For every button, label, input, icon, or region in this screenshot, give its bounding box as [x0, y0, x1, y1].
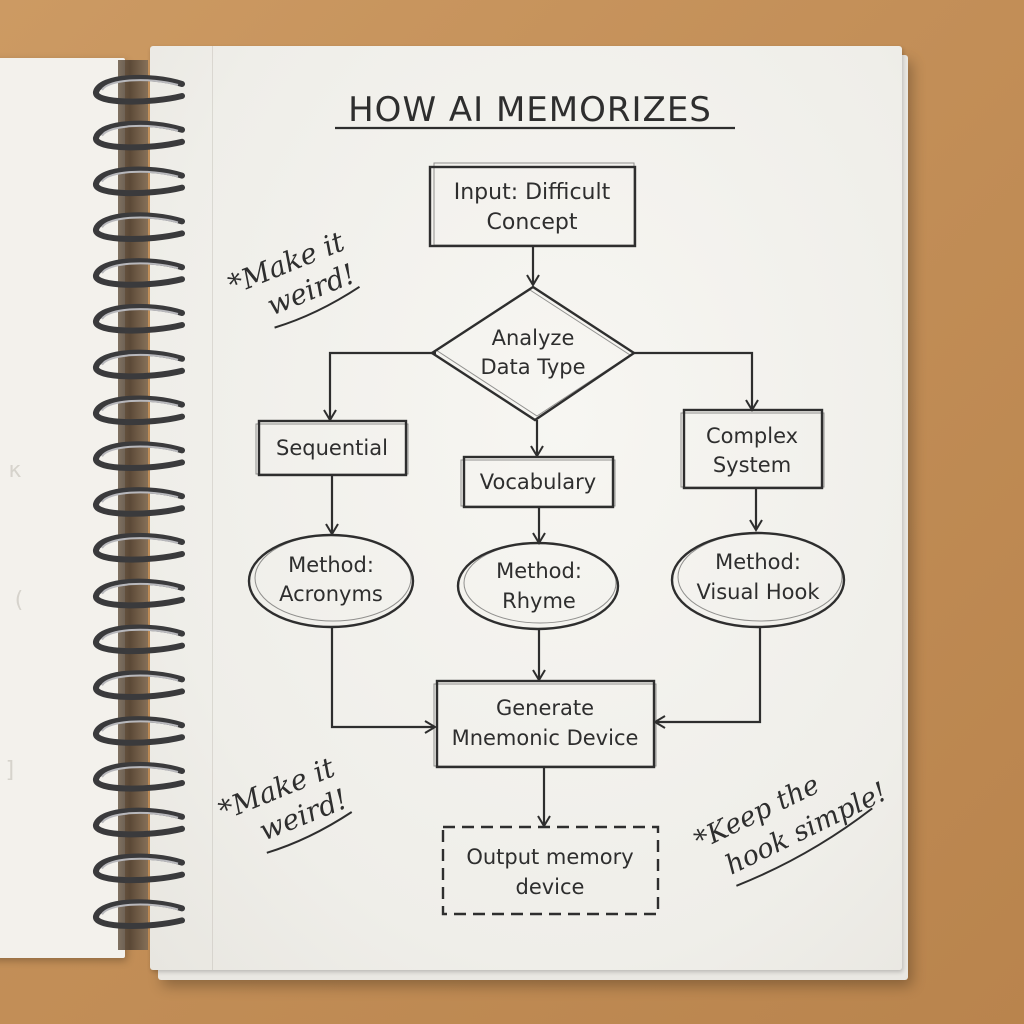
binding-ring-highlight — [101, 766, 179, 778]
binder-gutter — [118, 60, 148, 950]
binding-ring-highlight — [101, 170, 179, 183]
note-bottom-left-underline — [266, 811, 353, 854]
binding-ring — [93, 349, 185, 380]
node-rhyme-line1: Method: — [496, 559, 582, 583]
node-output-line1: Output memory — [466, 845, 633, 869]
node-generate-line1: Generate — [496, 696, 594, 720]
node-analyze-line1: Analyze — [492, 326, 575, 350]
binding-ring-highlight — [101, 79, 179, 91]
binding-ring-highlight — [101, 628, 179, 641]
connector-visualhook-generate — [653, 628, 762, 729]
binding-ring — [93, 624, 185, 655]
binding-ring — [93, 303, 185, 334]
binding-ring — [93, 578, 185, 609]
connector-analyze-sequential — [323, 351, 436, 422]
binding-ring — [93, 761, 185, 792]
faint-mark: ĸ — [8, 458, 22, 483]
binding-ring — [93, 395, 185, 426]
node-analyze-line2: Data Type — [480, 355, 585, 379]
binding-ring — [93, 166, 185, 197]
binding-ring — [93, 853, 185, 884]
node-visual-hook-line1: Method: — [715, 550, 801, 574]
binding-ring — [93, 807, 185, 838]
note-bottom-right-underline — [736, 807, 873, 887]
connector-analyze-complex — [632, 351, 759, 412]
node-analyze: Analyze Data Type — [429, 285, 637, 422]
node-output: Output memory device — [441, 825, 660, 916]
node-generate: Generate Mnemonic Device — [433, 679, 657, 769]
node-input: Input: Difficult Concept — [428, 162, 637, 248]
binding-ring — [93, 120, 185, 151]
binding-ring — [93, 487, 185, 517]
binding-ring — [93, 532, 185, 563]
note-top-left-underline — [274, 285, 361, 329]
node-rhyme: Method: Rhyme — [456, 541, 620, 631]
faint-mark: ( — [12, 588, 26, 613]
binding-ring-highlight — [101, 216, 179, 229]
node-acronyms-line2: Acronyms — [279, 582, 383, 606]
binding-ring — [93, 716, 185, 746]
node-rhyme-line2: Rhyme — [502, 589, 576, 613]
note-bottom-left: *Make it weird! — [214, 751, 353, 854]
binding-ring — [93, 441, 185, 471]
note-top-left: *Make it weird! — [224, 225, 361, 329]
node-complex: Complex System — [680, 408, 825, 490]
binding-ring — [93, 74, 185, 105]
binding-ring-highlight — [101, 857, 179, 870]
binding-ring — [93, 899, 185, 929]
connector-acronyms-generate — [330, 626, 437, 734]
node-input-line1: Input: Difficult — [454, 180, 611, 205]
binding-ring — [93, 212, 185, 242]
node-vocabulary-label: Vocabulary — [480, 470, 596, 494]
node-output-line2: device — [516, 875, 585, 899]
node-input-line2: Concept — [487, 210, 578, 235]
binding-ring-highlight — [101, 445, 179, 458]
binding-ring-highlight — [101, 903, 179, 916]
binding-ring-highlight — [101, 582, 179, 595]
binding-ring-highlight — [101, 811, 179, 824]
node-generate-line2: Mnemonic Device — [452, 726, 639, 750]
faint-mark: ] — [4, 758, 18, 783]
node-complex-line1: Complex — [706, 424, 798, 448]
node-vocabulary: Vocabulary — [460, 455, 616, 509]
page-margin-line — [212, 46, 213, 970]
binding-ring — [93, 258, 185, 288]
binding-ring-highlight — [101, 674, 179, 687]
binding-ring — [93, 670, 185, 700]
binding-ring-highlight — [101, 262, 179, 274]
node-sequential: Sequential — [255, 419, 409, 477]
note-bottom-right: *Keep the hook simple! — [690, 769, 892, 887]
node-complex-line2: System — [713, 453, 791, 477]
binding-ring-highlight — [101, 491, 179, 503]
node-visual-hook: Method: Visual Hook — [670, 531, 846, 629]
node-visual-hook-line2: Visual Hook — [696, 580, 820, 604]
binding-ring-highlight — [101, 399, 179, 412]
binding-ring-highlight — [101, 353, 179, 366]
node-acronyms: Method: Acronyms — [247, 533, 415, 629]
spiral-binding — [93, 74, 185, 929]
binding-ring-highlight — [101, 537, 179, 549]
node-acronyms-line1: Method: — [288, 553, 374, 577]
diagram-title: HOW AI MEMORIZES — [348, 90, 712, 130]
node-sequential-label: Sequential — [276, 436, 388, 460]
binding-ring-highlight — [101, 124, 179, 137]
binding-ring-highlight — [101, 308, 179, 320]
binding-ring-highlight — [101, 720, 179, 732]
